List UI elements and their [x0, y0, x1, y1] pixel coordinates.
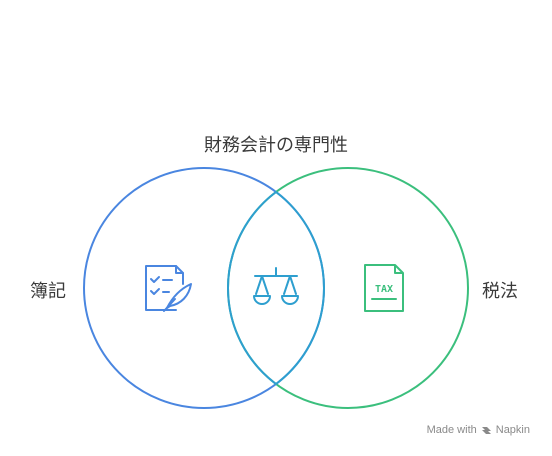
- credit-brand: Napkin: [495, 424, 530, 436]
- credit-prefix: Made with: [426, 424, 477, 436]
- balance-scale-icon: [253, 267, 299, 305]
- checklist-quill-icon: [145, 265, 192, 312]
- left-circle-label: 簿記: [30, 281, 66, 302]
- right-circle-label: 税法: [482, 281, 518, 302]
- made-with-credit[interactable]: Made with Napkin: [427, 424, 530, 436]
- right-circle: [227, 167, 469, 409]
- left-circle: [83, 167, 325, 409]
- tax-document-icon: TAX: [364, 264, 404, 312]
- overlap-outline: [227, 190, 325, 386]
- diagram-title: 財務会計の専門性: [204, 135, 348, 156]
- napkin-logo-icon: [481, 426, 491, 434]
- tax-icon-text: TAX: [375, 284, 393, 295]
